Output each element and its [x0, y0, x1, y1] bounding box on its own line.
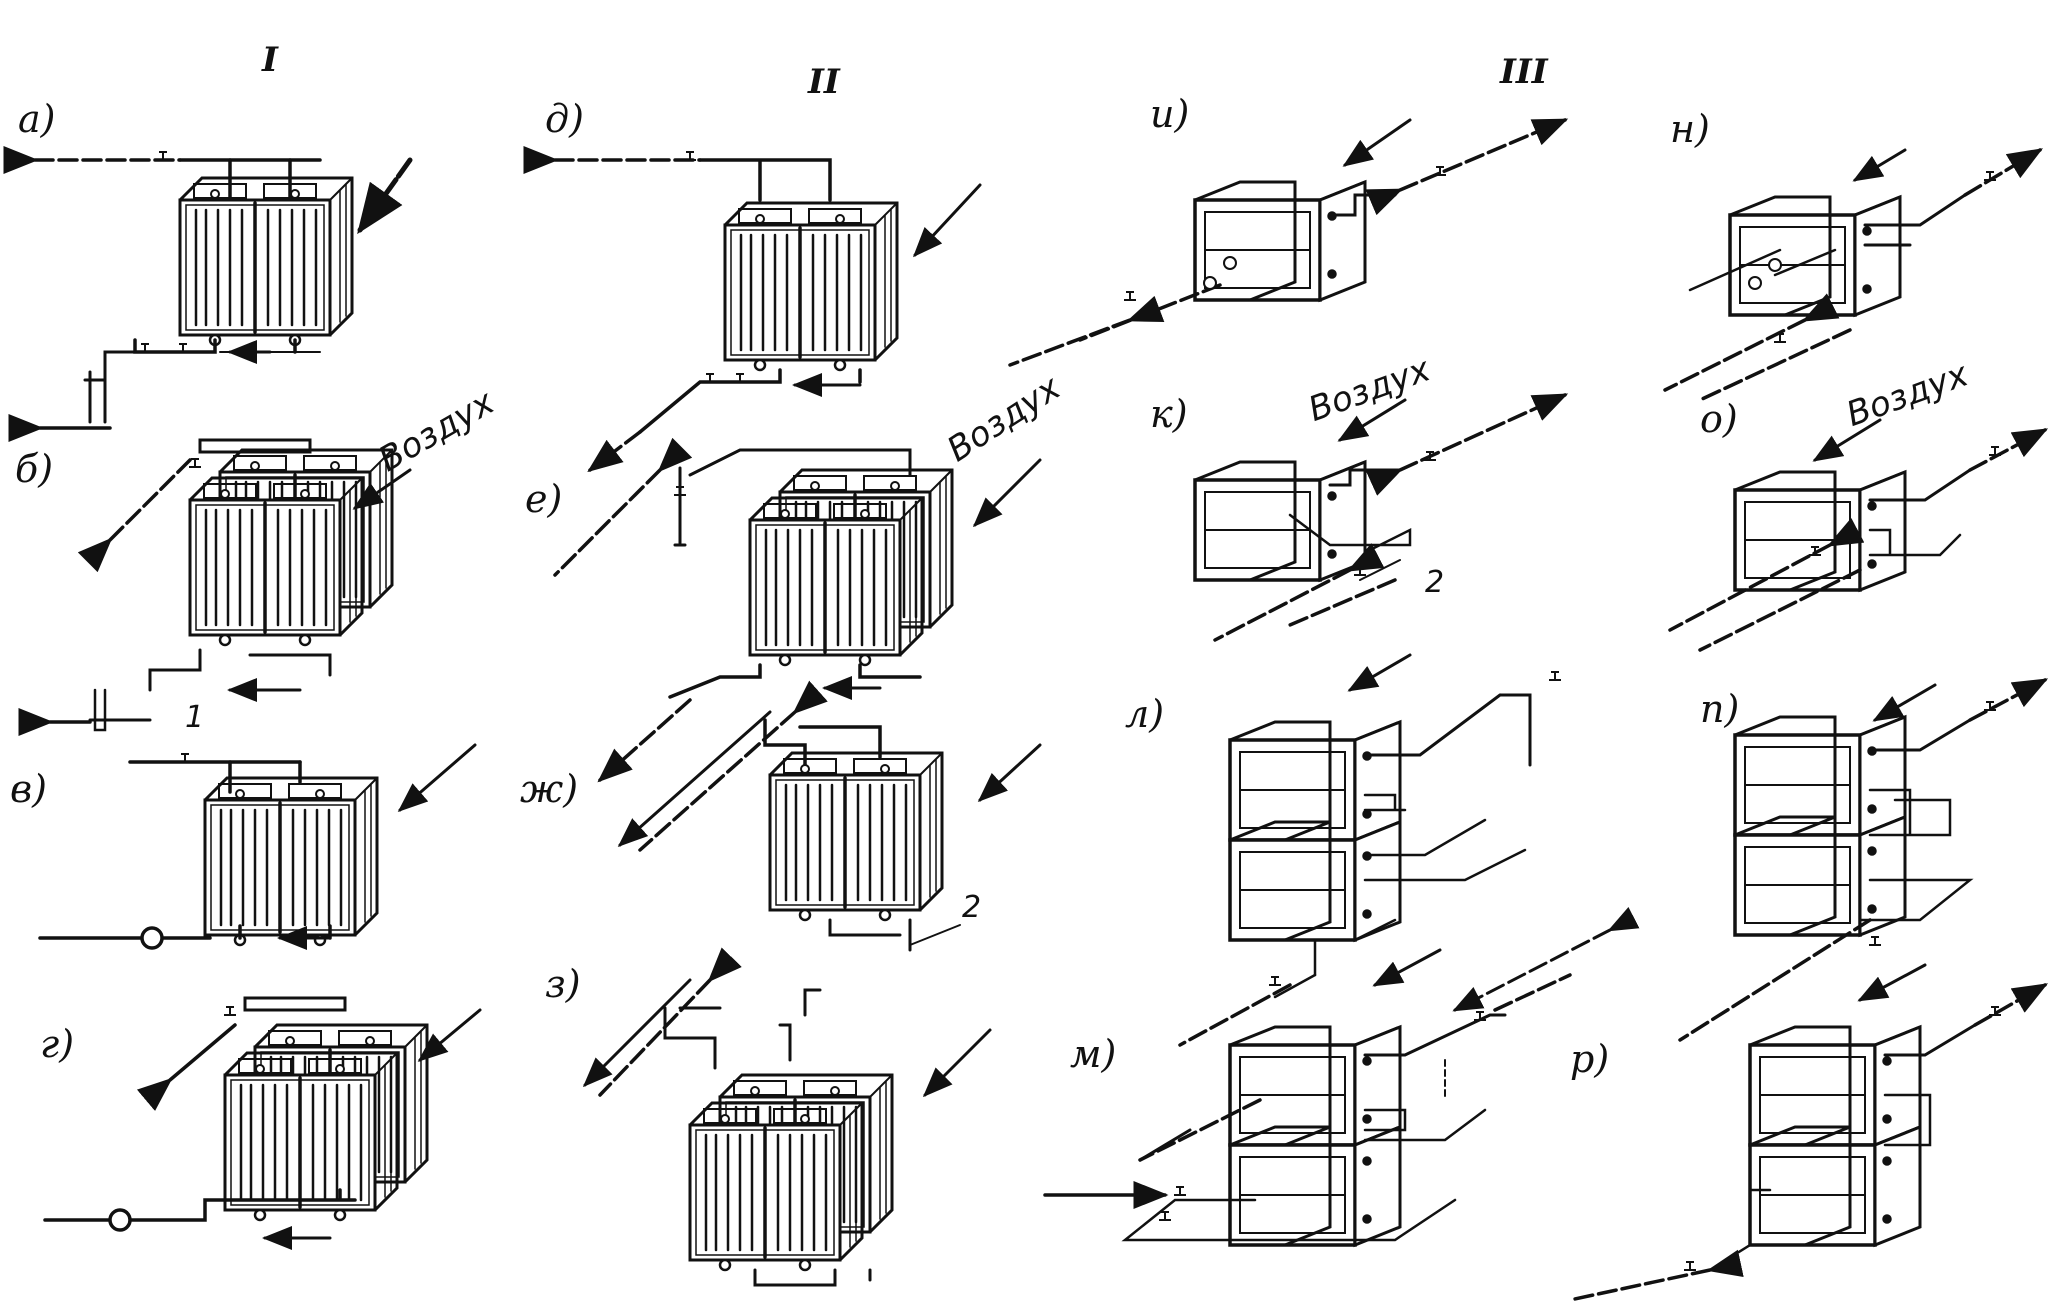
label-e: е) [525, 477, 563, 521]
scheme-n [1663, 148, 2044, 402]
label-b: б) [15, 447, 54, 491]
scheme-v [38, 743, 477, 950]
callout-2-zh: 2 [962, 890, 982, 925]
scheme-m [1043, 973, 1572, 1247]
group-label-1: I [262, 40, 278, 80]
scheme-b [18, 438, 412, 736]
scheme-k [1193, 393, 1569, 642]
label-zh: ж) [520, 767, 579, 811]
label-a: а) [18, 97, 56, 141]
label-r: р) [1570, 1037, 1610, 1081]
label-l: л) [1125, 692, 1165, 736]
scheme-i [1008, 118, 1569, 367]
label-n: н) [1670, 107, 1710, 151]
label-p: п) [1700, 687, 1740, 731]
label-o: о) [1700, 397, 1738, 441]
label-k: к) [1150, 392, 1188, 436]
callout-1: 1 [185, 700, 205, 735]
label-m: м) [1070, 1032, 1117, 1076]
label-g: г) [40, 1022, 75, 1066]
group-label-2: II [808, 62, 840, 102]
scheme-o [1668, 418, 2049, 652]
scheme-g [43, 996, 482, 1250]
scheme-l [1178, 653, 1640, 1047]
scheme-zh [617, 680, 1042, 952]
scheme-p [1678, 678, 2049, 1042]
scheme-a [3, 146, 413, 442]
label-d: д) [545, 97, 584, 141]
scheme-e [553, 437, 1042, 783]
group-label-3: III [1500, 52, 1548, 92]
scheme-z [582, 947, 992, 1287]
scheme-d [523, 146, 982, 473]
label-z: з) [545, 962, 581, 1006]
callout-2-k: 2 [1425, 565, 1445, 600]
label-v: в) [10, 767, 47, 811]
label-i: и) [1150, 92, 1190, 136]
scheme-r [1568, 983, 2049, 1301]
